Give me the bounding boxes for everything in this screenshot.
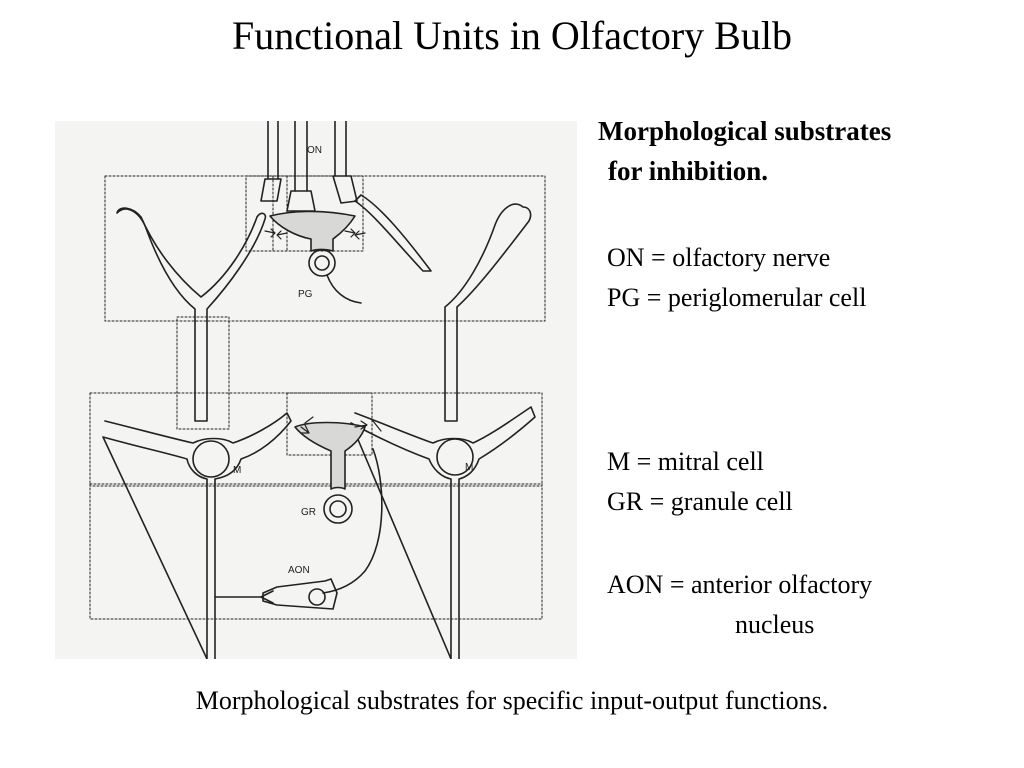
mitral-cell-right-dendrites: [350, 406, 536, 659]
mitral-cell-left-dendrites: [102, 412, 292, 659]
glomerulus-inner-box: [245, 175, 364, 252]
mitral-cell-left-body: [192, 440, 230, 478]
legend-on: ON = olfactory nerve: [607, 243, 831, 272]
legend-pg: PG = periglomerular cell: [607, 283, 867, 312]
mitral-tuft-left: [116, 207, 267, 422]
column-left-box: [176, 316, 230, 430]
granule-inner-box: [286, 392, 373, 456]
label-aon: AON: [288, 565, 310, 576]
legend-aon-line1: AON = anterior olfactory: [607, 570, 873, 599]
legend-group-middle: M = mitral cell GR = granule cell: [607, 442, 793, 522]
periglomerular-process: [269, 210, 356, 252]
sidebar-heading-line1: Morphological substrates: [598, 116, 892, 146]
nerve-terminal-left: [260, 178, 282, 202]
olfactory-bulb-diagram: ON PG M M GR AON: [55, 121, 577, 659]
aon-cell: [262, 578, 338, 610]
lower-deep-box: [89, 483, 543, 620]
granule-axon: [322, 448, 383, 594]
olfactory-nerve-fiber-center: [294, 121, 308, 192]
slide-title: Functional Units in Olfactory Bulb: [232, 13, 792, 58]
label-m-left: M: [233, 465, 241, 476]
legend-gr: GR = granule cell: [607, 487, 793, 516]
sidebar-heading: Morphological substrates for inhibition.: [598, 111, 891, 191]
slide-caption: Morphological substrates for specific in…: [195, 686, 829, 715]
olfactory-nerve-fiber-left: [267, 121, 279, 180]
legend-group-top: ON = olfactory nerve PG = periglomerular…: [607, 238, 866, 318]
label-gr: GR: [301, 507, 316, 518]
mitral-tuft-right: [444, 203, 532, 422]
mitral-cell-right-body: [436, 438, 474, 476]
periglomerular-cell-body: [308, 249, 336, 277]
nerve-terminal-right: [332, 175, 358, 204]
nerve-terminal-center: [286, 190, 316, 212]
upper-glomerulus-box: [104, 175, 546, 322]
legend-aon-line2: nucleus: [735, 610, 815, 639]
legend-m: M = mitral cell: [607, 447, 764, 476]
label-on: ON: [307, 145, 322, 156]
granule-cell-body: [323, 494, 353, 524]
granule-cell-spine: [294, 421, 366, 490]
label-m-right: M: [465, 462, 473, 473]
label-pg: PG: [298, 289, 313, 300]
legend-group-bottom: AON = anterior olfactory nucleus: [607, 565, 872, 645]
olfactory-nerve-fiber-right: [334, 121, 347, 177]
sidebar-heading-line2: for inhibition.: [608, 156, 769, 186]
